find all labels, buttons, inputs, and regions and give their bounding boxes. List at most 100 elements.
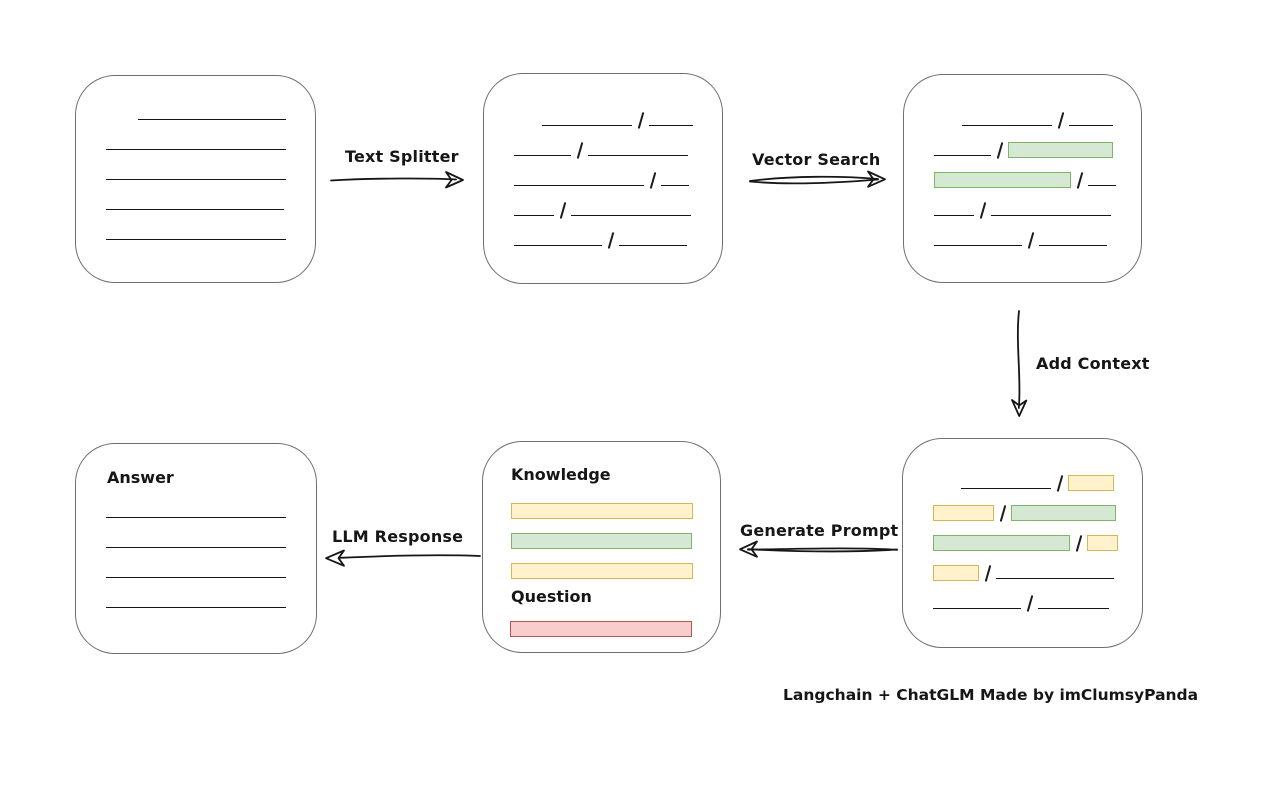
yellow-chunk — [933, 565, 979, 581]
document-box — [75, 75, 316, 283]
split-text-lines — [514, 98, 694, 249]
text-line — [138, 119, 286, 120]
slash-separator — [984, 565, 992, 582]
content-row — [106, 182, 287, 212]
content-row — [933, 491, 1117, 522]
content-row — [511, 549, 693, 579]
yellow-chunk — [1087, 535, 1119, 551]
content-row — [514, 158, 694, 189]
content-row — [933, 461, 1115, 492]
text-splitter-arrow — [330, 171, 464, 189]
content-row — [514, 128, 694, 159]
text-line — [106, 517, 286, 518]
text-line — [542, 125, 632, 126]
text-line — [514, 215, 554, 216]
content-row — [934, 188, 1113, 219]
content-row — [106, 122, 287, 152]
content-row — [934, 218, 1113, 249]
slash-separator — [649, 172, 657, 189]
text-line — [661, 185, 690, 186]
question-chunk — [510, 607, 692, 637]
slash-separator — [996, 142, 1004, 159]
content-row — [106, 550, 288, 580]
content-row — [933, 581, 1114, 612]
yellow-chunk — [511, 563, 693, 579]
content-row — [511, 519, 692, 549]
content-row — [106, 520, 288, 550]
content-row — [514, 218, 694, 249]
text-line — [106, 149, 286, 150]
text-line — [106, 179, 286, 180]
answer-lines — [106, 490, 288, 610]
add-context-label: Add Context — [1036, 354, 1150, 373]
text-line — [571, 215, 692, 216]
vector-search-arrow — [749, 170, 886, 188]
content-row — [934, 128, 1114, 159]
text-splitter-label: Text Splitter — [345, 147, 459, 166]
content-row — [514, 98, 694, 129]
question-title: Question — [511, 587, 592, 606]
text-line — [619, 245, 688, 246]
text-line — [106, 577, 286, 578]
diagram-caption: Langchain + ChatGLM Made by imClumsyPand… — [783, 686, 1199, 704]
text-line — [1039, 245, 1108, 246]
green-chunk — [1011, 505, 1117, 521]
text-line — [934, 155, 991, 156]
text-line — [106, 607, 286, 608]
split-text-box — [483, 73, 723, 284]
content-row — [106, 152, 287, 182]
slash-separator — [1027, 232, 1035, 249]
context-lines — [933, 461, 1119, 612]
answer-title: Answer — [107, 468, 174, 487]
slash-separator — [979, 202, 987, 219]
generate-prompt-label: Generate Prompt — [740, 521, 899, 540]
context-box — [902, 438, 1143, 648]
slash-separator — [607, 232, 615, 249]
content-row — [511, 489, 693, 519]
text-line — [106, 547, 286, 548]
content-row — [933, 551, 1115, 582]
yellow-chunk — [933, 505, 994, 521]
text-line — [1038, 608, 1110, 609]
slash-separator — [1075, 535, 1083, 552]
llm-response-label: LLM Response — [332, 527, 464, 546]
text-line — [991, 215, 1112, 216]
text-line — [514, 185, 644, 186]
knowledge-chunks — [511, 489, 693, 579]
text-line — [514, 245, 602, 246]
slash-separator — [576, 142, 584, 159]
slash-separator — [637, 112, 645, 129]
red-chunk — [510, 621, 692, 637]
content-row — [934, 98, 1114, 129]
slash-separator — [1057, 112, 1065, 129]
slash-separator — [1076, 172, 1084, 189]
yellow-chunk — [1068, 475, 1115, 491]
content-row — [106, 490, 288, 520]
text-line — [934, 245, 1022, 246]
prompt-box: Knowledge Question — [482, 441, 721, 653]
generate-prompt-arrow — [739, 540, 898, 558]
text-line — [996, 578, 1115, 579]
text-line — [933, 608, 1021, 609]
text-line — [961, 488, 1051, 489]
text-line — [106, 239, 286, 240]
content-row — [934, 158, 1117, 189]
content-row — [510, 607, 692, 637]
content-row — [933, 521, 1119, 552]
vector-search-result-lines — [934, 98, 1117, 249]
content-row — [106, 92, 287, 122]
text-line — [962, 125, 1052, 126]
answer-box: Answer — [75, 443, 317, 654]
green-chunk — [933, 535, 1070, 551]
add-context-arrow — [1011, 310, 1028, 417]
green-chunk — [1008, 142, 1114, 158]
green-chunk — [934, 172, 1071, 188]
slash-separator — [1056, 475, 1064, 492]
vector-search-result-box — [903, 74, 1142, 283]
slash-separator — [999, 505, 1007, 522]
text-line — [934, 215, 974, 216]
text-line — [1069, 125, 1114, 126]
text-line — [649, 125, 694, 126]
text-line — [1088, 185, 1117, 186]
